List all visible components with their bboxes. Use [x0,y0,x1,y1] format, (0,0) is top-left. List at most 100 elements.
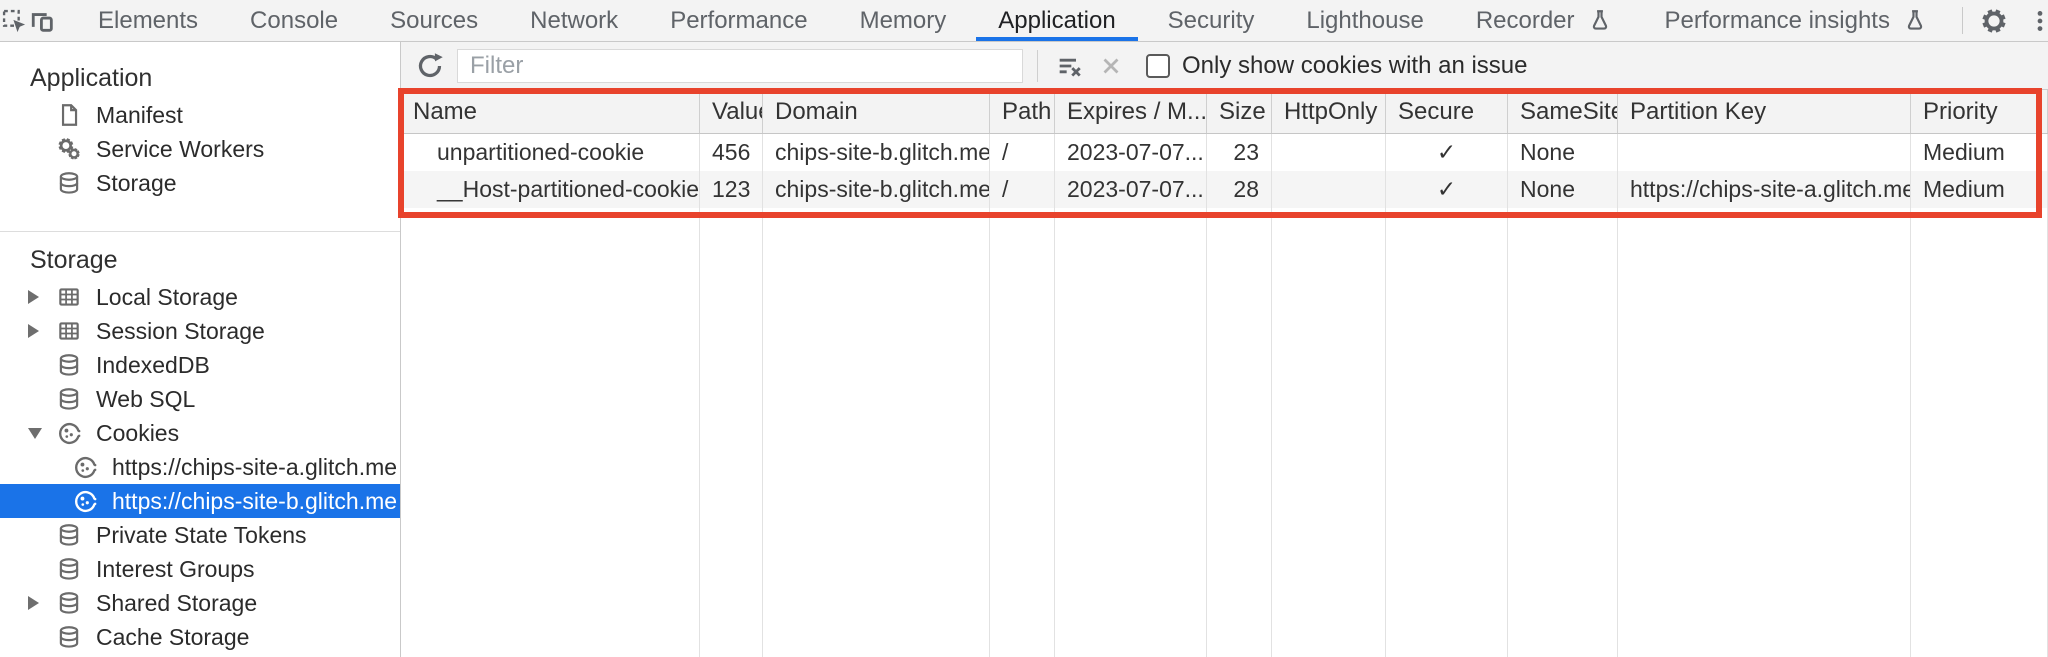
tab-sources[interactable]: Sources [364,0,504,41]
cell-httponly[interactable] [1272,171,1386,208]
cell-size[interactable]: 28 [1207,171,1272,208]
tab-label: Network [530,6,619,34]
chevron-down-icon[interactable] [28,427,54,439]
sidebar-item-local-storage[interactable]: Local Storage [0,280,400,314]
sidebar-item-cookies[interactable]: Cookies [0,416,400,450]
grid-icon [54,282,84,312]
issue-filter-checkbox[interactable] [1146,53,1170,78]
tab-elements[interactable]: Elements [72,0,224,41]
cell-priority[interactable]: Medium [1911,171,2048,208]
service-workers-gears-icon [54,134,84,164]
empty-cell-priority [1911,208,2048,657]
column-header-domain[interactable]: Domain [763,90,990,133]
column-header-priority[interactable]: Priority [1911,90,2048,133]
cell-size[interactable]: 23 [1207,134,1272,171]
cell-httponly[interactable] [1272,134,1386,171]
cookie-icon [70,452,100,482]
column-header-expires-m[interactable]: Expires / M... [1055,90,1207,133]
column-header-secure[interactable]: Secure [1386,90,1508,133]
sidebar-item-label: Session Storage [96,317,265,344]
column-header-samesite[interactable]: SameSite [1508,90,1618,133]
sidebar-item-service-workers[interactable]: Service Workers [0,132,400,166]
cell-expires-m[interactable]: 2023-07-07... [1055,171,1207,208]
sidebar-item-label: Cookies [96,419,180,446]
sidebar-item-shared-storage[interactable]: Shared Storage [0,586,400,620]
column-header-partition-key[interactable]: Partition Key [1618,90,1911,133]
tab-performance-insights[interactable]: Performance insights [1639,0,1954,41]
more-menu-icon[interactable] [2017,8,2048,34]
cell-samesite[interactable]: None [1508,134,1618,171]
cell-value[interactable]: 456 [700,134,763,171]
sidebar-item-label: https://chips-site-a.glitch.me [112,453,398,480]
clear-x-icon[interactable] [1090,45,1132,87]
tab-label: Recorder [1475,6,1575,34]
tab-security[interactable]: Security [1142,0,1281,41]
settings-gear-icon[interactable] [1971,6,2017,36]
cell-name[interactable]: __Host-partitioned-cookie [401,171,700,208]
column-header-name[interactable]: Name [401,90,700,133]
tab-recorder[interactable]: Recorder [1450,0,1639,41]
sidebar-item-private-state-tokens[interactable]: Private State Tokens [0,518,400,552]
sidebar-section-divider [0,231,400,232]
cell-partition-key[interactable]: https://chips-site-a.glitch.me [1618,171,1911,208]
sidebar-item-label: Storage [96,169,177,196]
tab-label: Memory [859,6,947,34]
cookies-panel: Only show cookies with an issue NameValu… [401,42,2048,657]
cell-name[interactable]: unpartitioned-cookie [401,134,700,171]
experiment-flask-icon [1587,8,1613,34]
sidebar-item-https-chips-site-a-glitch-me[interactable]: https://chips-site-a.glitch.me [0,450,400,484]
cell-partition-key[interactable] [1618,134,1911,171]
tab-lighthouse[interactable]: Lighthouse [1280,0,1449,41]
tab-application[interactable]: Application [972,0,1141,41]
database-icon [54,520,84,550]
cell-secure[interactable]: ✓ [1386,171,1508,208]
sidebar-item-manifest[interactable]: Manifest [0,98,400,132]
empty-cell-value [700,208,763,657]
sidebar-item-web-sql[interactable]: Web SQL [0,382,400,416]
chevron-right-icon[interactable] [28,290,54,304]
chevron-right-icon[interactable] [28,596,54,610]
database-icon [54,622,84,652]
filter-input[interactable] [457,48,1023,83]
cell-samesite[interactable]: None [1508,171,1618,208]
cell-domain[interactable]: chips-site-b.glitch.me [763,134,990,171]
clear-filter-icon[interactable] [1048,45,1090,87]
cell-path[interactable]: / [990,134,1055,171]
device-toolbar-icon[interactable] [28,0,56,41]
sidebar-item-session-storage[interactable]: Session Storage [0,314,400,348]
column-header-value[interactable]: Value [700,90,763,133]
chevron-right-icon[interactable] [28,324,54,338]
sidebar-item-https-chips-site-b-glitch-me[interactable]: https://chips-site-b.glitch.me [0,484,400,518]
sidebar-item-cache-storage[interactable]: Cache Storage [0,620,400,654]
refresh-icon[interactable] [409,45,451,87]
cell-value[interactable]: 123 [700,171,763,208]
empty-cell-name [401,208,700,657]
tab-network[interactable]: Network [504,0,644,41]
inspect-icon[interactable] [0,0,28,41]
tab-performance[interactable]: Performance [644,0,833,41]
cell-domain[interactable]: chips-site-b.glitch.me [763,171,990,208]
cell-secure[interactable]: ✓ [1386,134,1508,171]
tabbar-divider [1961,7,1963,34]
sidebar-item-indexeddb[interactable]: IndexedDB [0,348,400,382]
column-header-path[interactable]: Path [990,90,1055,133]
toolbar-divider [1037,49,1038,82]
tab-console[interactable]: Console [224,0,364,41]
tab-memory[interactable]: Memory [834,0,973,41]
sidebar-item-label: Manifest [96,101,183,128]
column-header-size[interactable]: Size [1207,90,1272,133]
sidebar-item-interest-groups[interactable]: Interest Groups [0,552,400,586]
empty-cell-path [990,208,1055,657]
column-header-httponly[interactable]: HttpOnly [1272,90,1386,133]
cookies-toolbar: Only show cookies with an issue [401,42,2048,90]
issue-filter-label: Only show cookies with an issue [1182,51,1528,79]
cell-priority[interactable]: Medium [1911,134,2048,171]
sidebar-item-storage[interactable]: Storage [0,166,400,200]
cell-expires-m[interactable]: 2023-07-07... [1055,134,1207,171]
cell-path[interactable]: / [990,171,1055,208]
cookie-table: NameValueDomainPathExpires / M...SizeHtt… [401,90,2048,657]
